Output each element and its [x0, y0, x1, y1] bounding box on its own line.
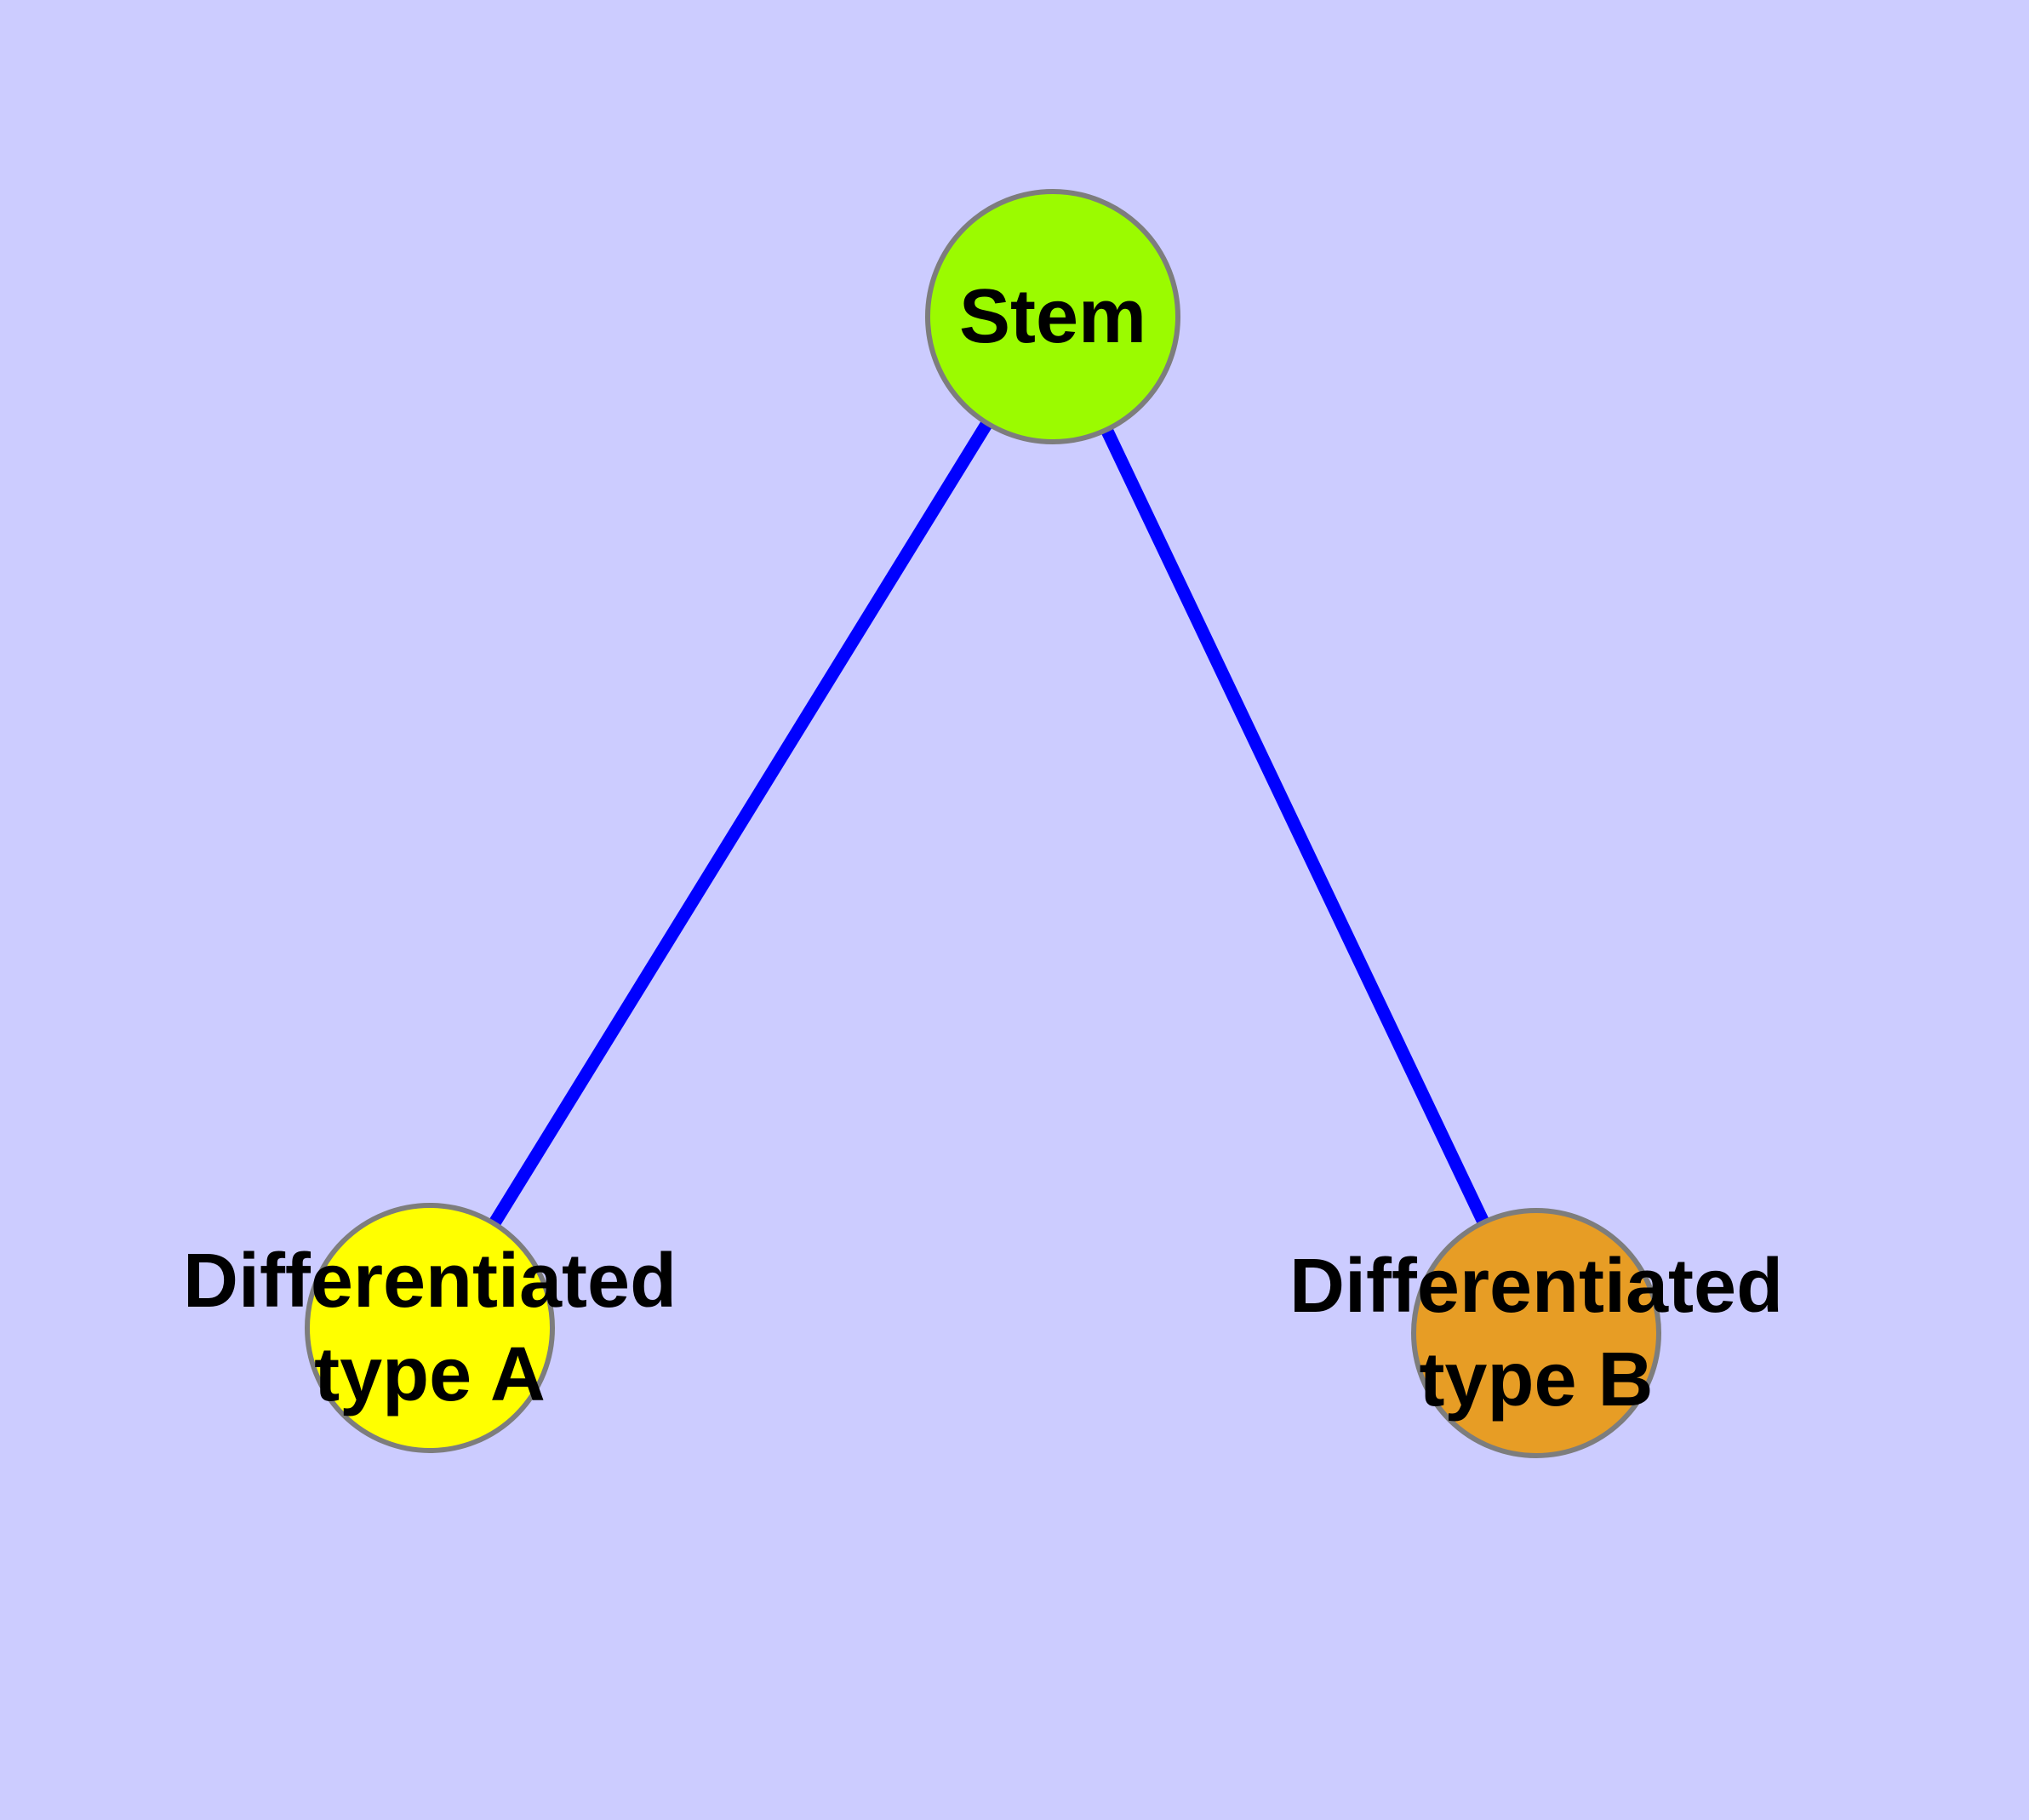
edge-stem-to-type-a: [424, 313, 1059, 1331]
label-line: Differentiated: [1289, 1244, 1784, 1329]
node-label-stem: Stem: [959, 270, 1146, 363]
label-line: Differentiated: [182, 1239, 677, 1324]
label-line: type A: [314, 1332, 546, 1417]
label-line: Stem: [958, 274, 1147, 359]
label-line: type B: [1419, 1337, 1654, 1422]
node-label-differentiated-type-a: Differentiated type A: [183, 1234, 677, 1422]
edge-stem-to-type-b: [1047, 313, 1542, 1336]
node-differentiated-type-a: [305, 1203, 555, 1453]
node-label-differentiated-type-b: Differentiated type B: [1289, 1239, 1783, 1427]
node-differentiated-type-b: [1411, 1208, 1661, 1458]
node-stem: [925, 189, 1180, 444]
